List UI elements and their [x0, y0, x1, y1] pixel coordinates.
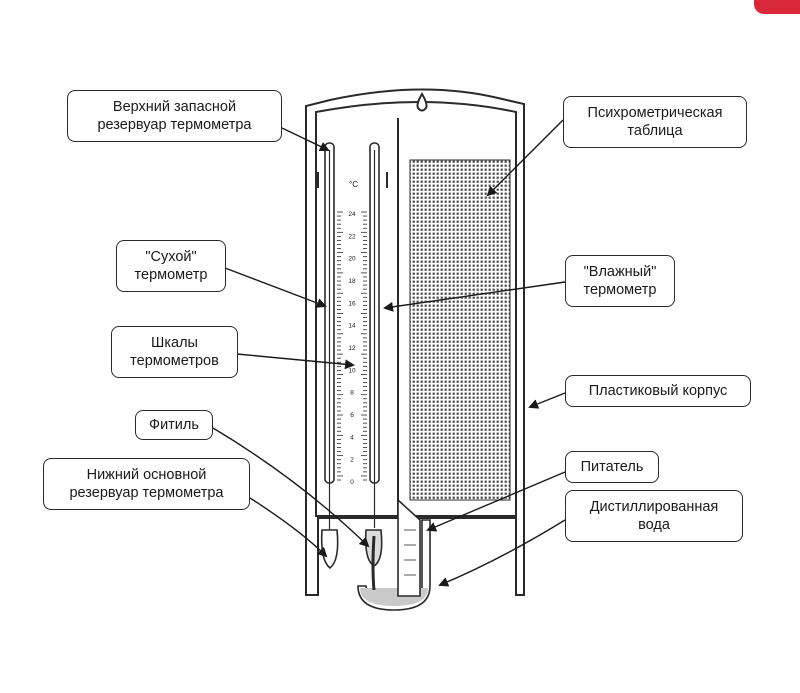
scale-tick-label: 16 [348, 300, 356, 307]
arrow-plastic-case [528, 392, 566, 409]
corner-badge [754, 0, 800, 14]
unit-label: °C [349, 180, 358, 189]
arrow-feeder [426, 471, 566, 532]
scale-tick-label: 2 [350, 457, 354, 464]
wet-thermometer [364, 142, 388, 567]
arrow-wick [212, 427, 370, 548]
arrow-scales [236, 353, 355, 370]
scale-tick-label: 4 [350, 434, 354, 441]
arrow-distilled-water [438, 519, 566, 587]
arrow-psychrometric-table [486, 119, 564, 197]
arrow-dry-thermometer [224, 267, 327, 308]
scale-tick-label: 12 [348, 345, 356, 352]
dry-thermometer [317, 142, 339, 570]
scale-tick-label: 8 [350, 390, 354, 397]
label-psychrometric-table: Психрометрическая таблица [563, 96, 747, 148]
label-distilled-water: Дистиллированная вода [565, 490, 743, 542]
arrow-wet-thermometer [383, 281, 566, 312]
label-wet-thermometer: "Влажный" термометр [565, 255, 675, 307]
label-dry-thermometer: "Сухой" термометр [116, 240, 226, 292]
scale-tick-label: 10 [348, 367, 356, 374]
scale-tick-label: 0 [350, 479, 354, 486]
label-lower-reservoir: Нижний основной резервуар термометра [43, 458, 250, 510]
scale-tick-label: 24 [348, 211, 356, 218]
arrow-upper-reservoir [281, 127, 330, 152]
label-plastic-case: Пластиковый корпус [565, 375, 751, 407]
label-upper-reservoir: Верхний запасной резервуар термометра [67, 90, 282, 142]
scale-tick-label: 18 [348, 278, 356, 285]
scale-tick-label: 6 [350, 412, 354, 419]
device-case [305, 88, 525, 596]
psychrometric-table-grid [409, 159, 511, 501]
feeder-cup [357, 498, 431, 611]
thermometer-scale [337, 211, 367, 481]
leader-lines [212, 119, 566, 587]
label-wick: Фитиль [135, 410, 213, 440]
scale-tick-label: 20 [348, 256, 356, 263]
scale-tick-label: 14 [348, 323, 356, 330]
label-scales: Шкалы термометров [111, 326, 238, 378]
label-feeder: Питатель [565, 451, 659, 483]
scale-tick-label: 22 [348, 233, 356, 240]
wick [371, 535, 376, 591]
arrow-lower-reservoir [249, 497, 328, 558]
drop-icon [416, 92, 428, 112]
